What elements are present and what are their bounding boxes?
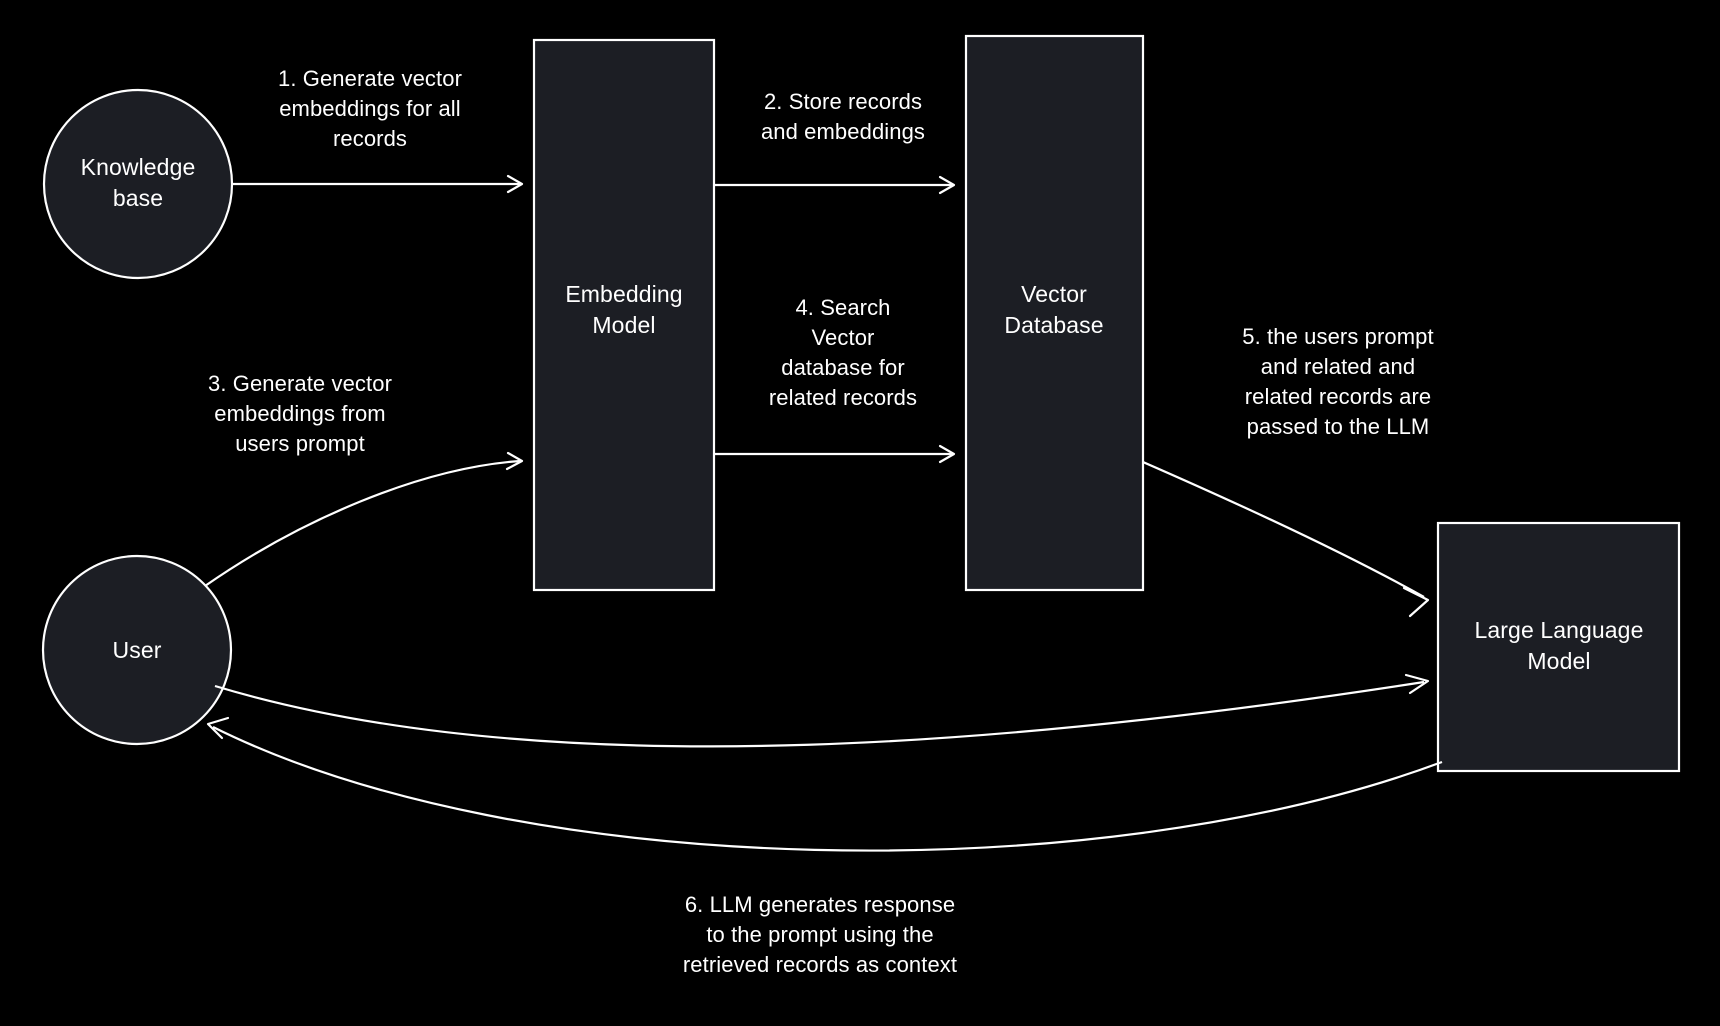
node-label-large-language-model: Large Language Model — [1474, 617, 1644, 675]
edge-step1 — [232, 174, 524, 194]
node-vector-database[interactable] — [964, 34, 1145, 592]
node-label-user: User — [112, 637, 162, 663]
edge-label-step1: 1. Generate vector embeddings for all re… — [277, 66, 462, 151]
edge-step6 — [206, 716, 1443, 852]
node-label-knowledge-base: Knowledge base — [80, 154, 196, 212]
edge-step2 — [714, 175, 956, 195]
node-label-embedding-model: Embedding Model — [565, 281, 683, 339]
edge-label-step6: 6. LLM generates response to the prompt … — [682, 892, 958, 977]
node-label-vector-database: Vector Database — [1004, 281, 1104, 339]
edge-step5 — [1142, 460, 1430, 618]
edge-step4 — [714, 444, 956, 464]
edge-user-to-llm — [214, 673, 1430, 748]
edge-label-step4: 4. Search Vector database for related re… — [768, 295, 918, 410]
node-embedding-model[interactable] — [532, 38, 716, 592]
node-user[interactable] — [41, 554, 233, 746]
edge-step3 — [204, 451, 524, 587]
edge-label-step3: 3. Generate vector embeddings from users… — [207, 371, 392, 456]
edge-label-step5: 5. the users prompt and related and rela… — [1242, 324, 1434, 439]
node-large-language-model[interactable] — [1436, 521, 1681, 773]
edge-label-step2: 2. Store records and embeddings — [760, 89, 926, 144]
